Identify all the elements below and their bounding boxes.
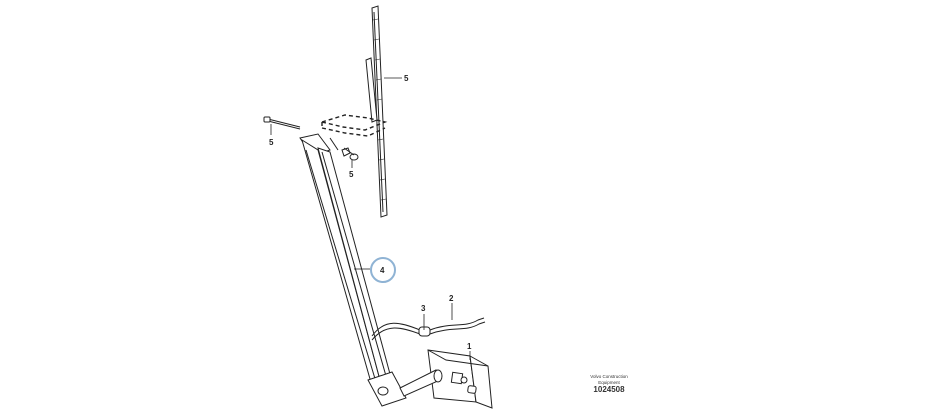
highlight-ring xyxy=(370,257,396,283)
callout-5-bolt: 5 xyxy=(269,138,274,147)
wiper-motor xyxy=(399,349,493,409)
callout-1: 1 xyxy=(467,342,472,351)
callout-5-nut: 5 xyxy=(349,170,354,179)
callout-3: 3 xyxy=(421,304,426,313)
callout-2: 2 xyxy=(449,294,454,303)
callout-5-blade: 5 xyxy=(404,74,409,83)
nut-washer xyxy=(341,147,359,161)
reference-line-2: Equipment xyxy=(598,380,620,385)
leader-lines xyxy=(270,77,471,360)
reference-number: 1024508 xyxy=(593,385,625,394)
mount-dashed-outline xyxy=(319,114,388,137)
callout-4: 4 xyxy=(380,266,385,275)
bolt xyxy=(263,116,301,130)
wiper-blade xyxy=(365,5,388,218)
hose-connector xyxy=(371,317,486,341)
wiper-arm xyxy=(299,133,407,407)
reference-line-1: Volvo Construction xyxy=(590,374,628,379)
callout-4-highlight[interactable]: 4 xyxy=(370,257,396,283)
